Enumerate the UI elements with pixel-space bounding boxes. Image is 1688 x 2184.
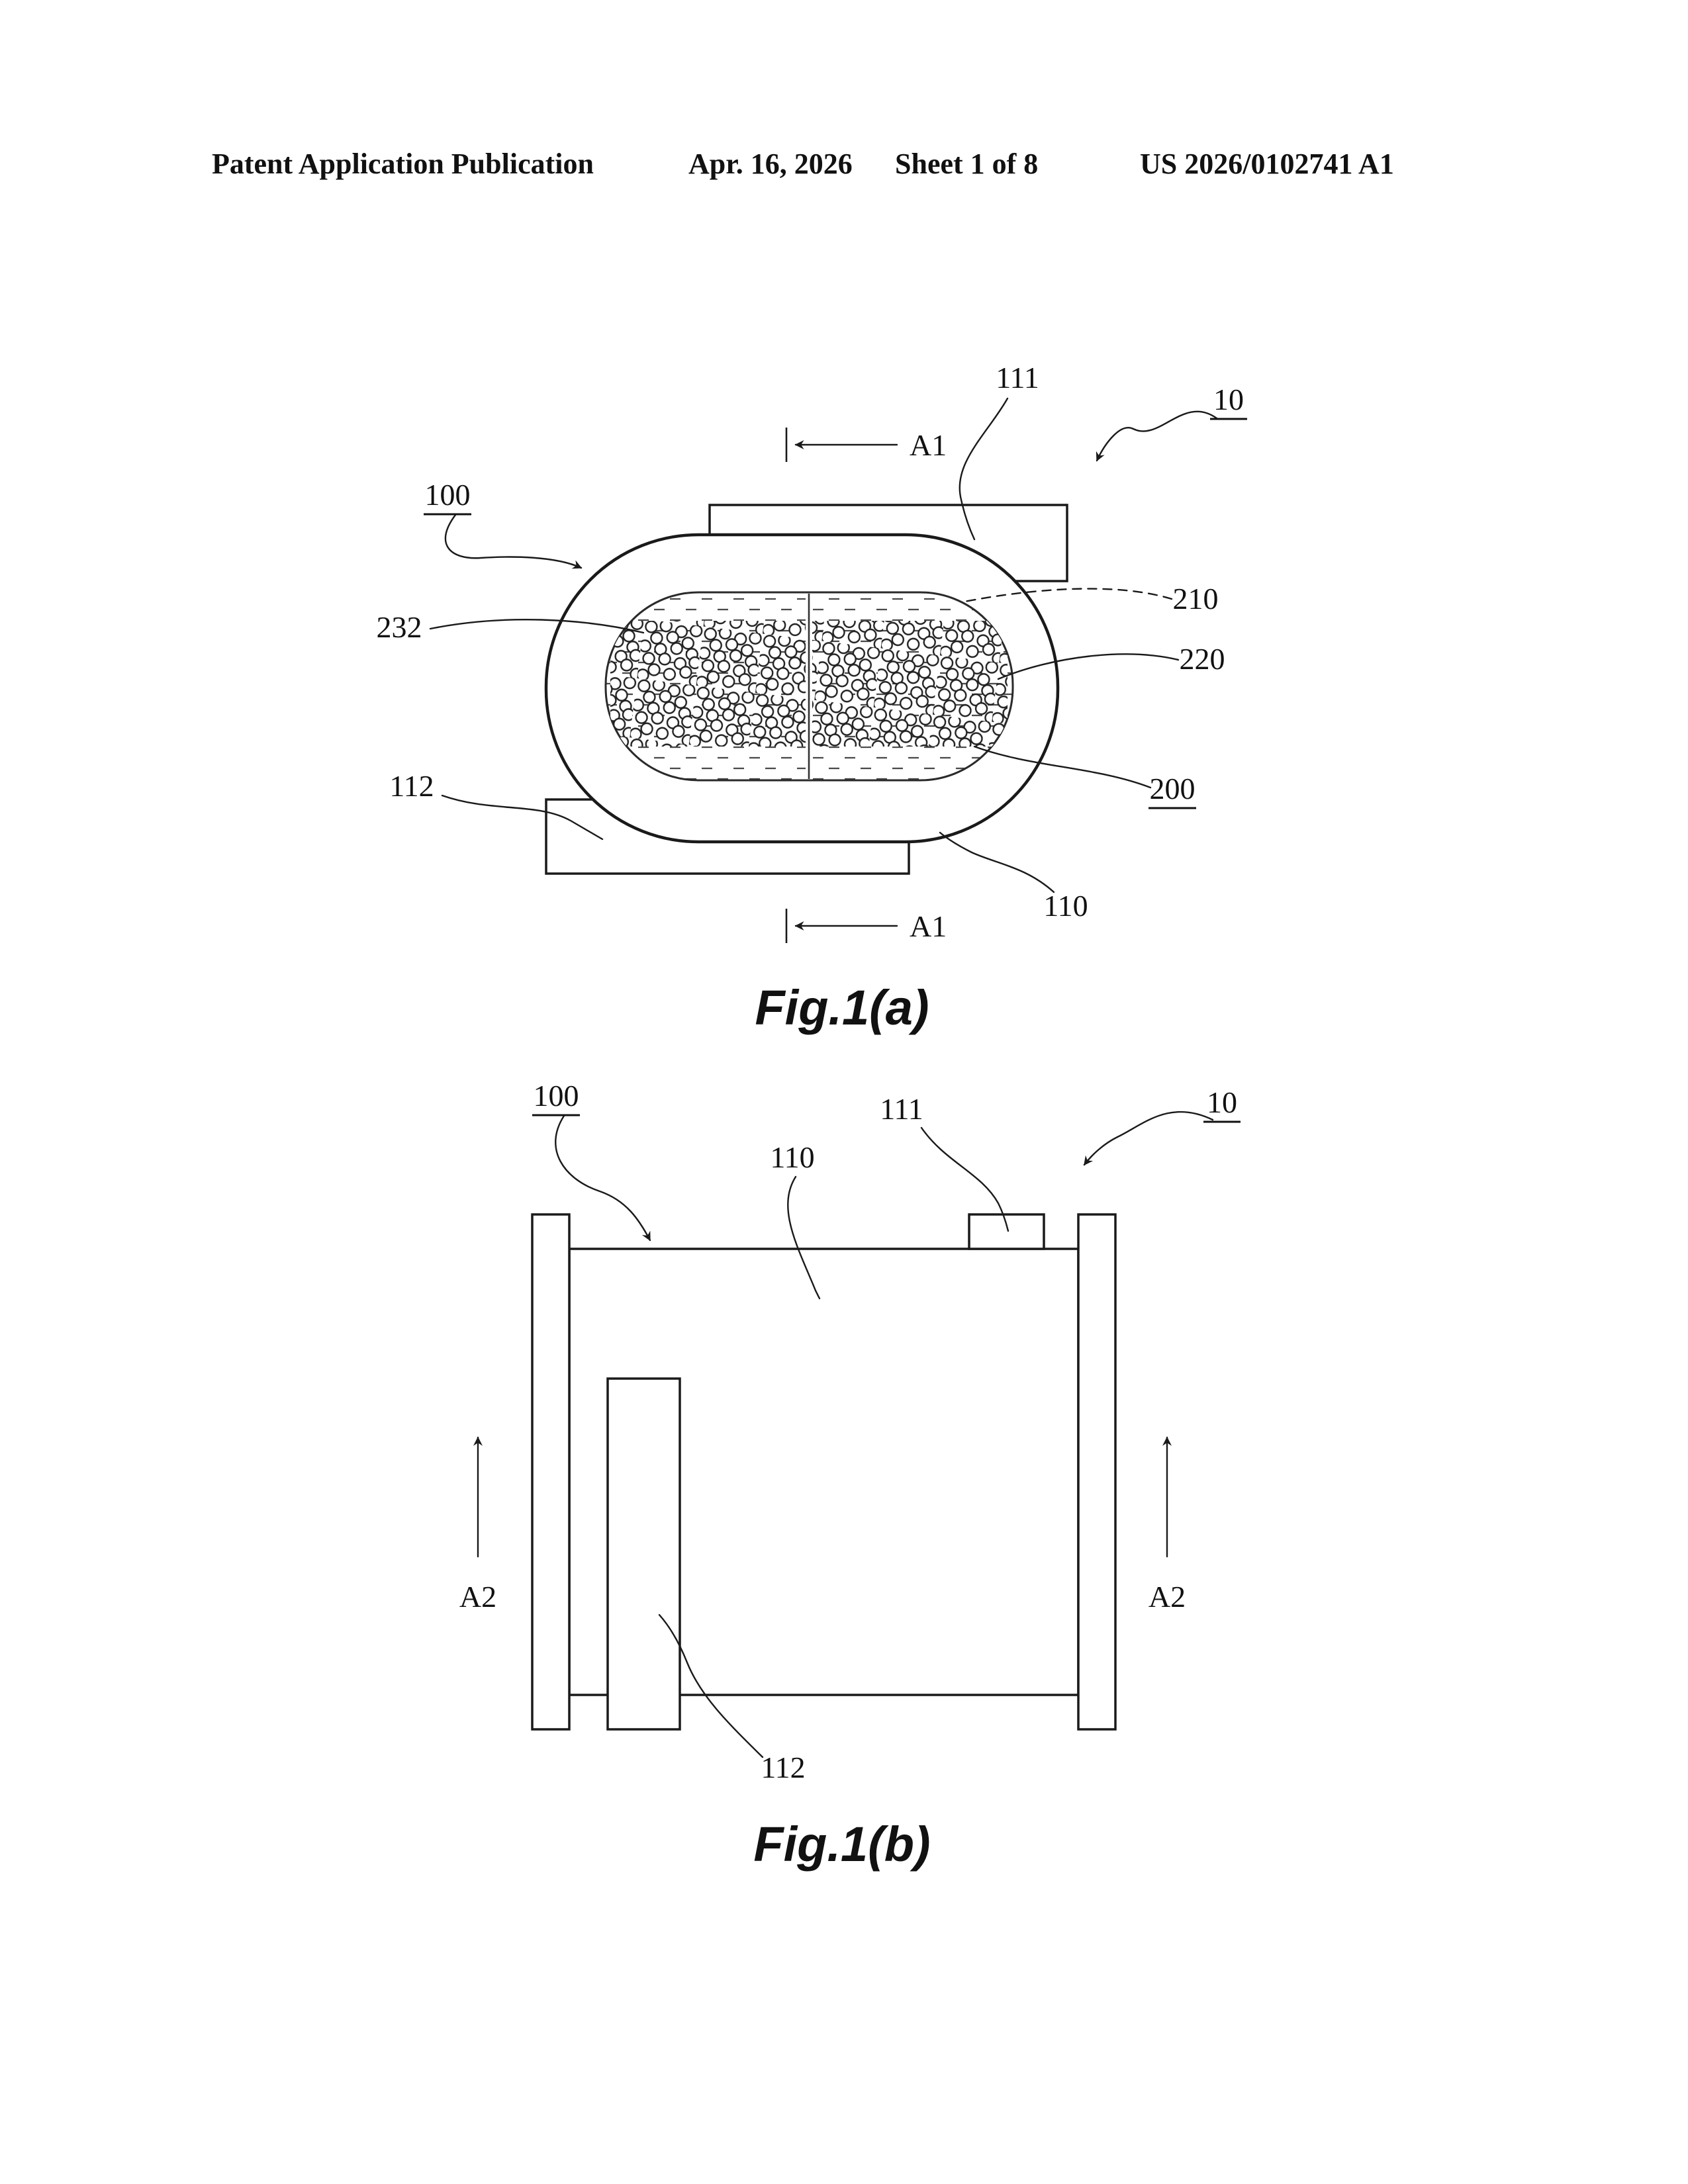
- fig1b-leader-10: [1083, 1111, 1214, 1166]
- fig1a-leader-110: [939, 831, 1055, 893]
- fig1b-leader-110: [787, 1175, 821, 1300]
- fig1a-caption: Fig.1(a): [755, 980, 929, 1035]
- fig1b-right-flange: [1077, 1213, 1117, 1731]
- fig1a-label-200: 200: [1150, 772, 1196, 805]
- fig1a-leader-111: [959, 397, 1009, 541]
- fig1a-label-10: 10: [1213, 383, 1244, 416]
- fig1b-label-100: 100: [534, 1079, 579, 1113]
- fig1a-leader-112: [441, 794, 604, 841]
- fig1b-inner-electrode-bar: [606, 1377, 681, 1731]
- fig1b-caption: Fig.1(b): [753, 1817, 930, 1872]
- fig1a-label-111: 111: [996, 361, 1039, 394]
- fig1a-leader-220: [997, 653, 1180, 680]
- fig1a-label-a1-bottom: A1: [910, 909, 947, 943]
- fig1b-leader-111: [920, 1126, 1009, 1232]
- fig1b-left-flange: [531, 1213, 571, 1731]
- fig1b-leader-100: [555, 1115, 651, 1242]
- fig1a-label-100: 100: [425, 478, 471, 512]
- header-publication: Patent Application Publication: [212, 148, 594, 180]
- fig1a-label-210: 210: [1173, 582, 1219, 615]
- fig1b-label-a2-left: A2: [459, 1580, 496, 1614]
- fig1a-leader-232: [429, 619, 645, 634]
- header-pub-number: US 2026/0102741 A1: [1140, 148, 1394, 180]
- fig1a-leader-100: [444, 514, 583, 569]
- fig1a-leader-10: [1096, 410, 1218, 462]
- fig1b-label-10: 10: [1207, 1085, 1237, 1119]
- fig1a-leader-200: [973, 745, 1152, 789]
- figure-1b: 100 110 111 10 A2 A2 112 Fig.1(b): [459, 1079, 1241, 1872]
- fig1b-label-111: 111: [880, 1092, 923, 1126]
- fig1b-leader-112: [658, 1614, 764, 1758]
- fig1a-label-220: 220: [1180, 642, 1225, 676]
- fig1a-label-a1-top: A1: [910, 428, 947, 462]
- fig1b-top-electrode-tab: [968, 1213, 1045, 1250]
- fig1b-label-112: 112: [761, 1751, 805, 1784]
- fig1a-label-110: 110: [1043, 889, 1088, 923]
- fig1a-label-232: 232: [377, 610, 422, 644]
- header-sheet: Sheet 1 of 8: [895, 148, 1039, 180]
- header-date: Apr. 16, 2026: [688, 148, 853, 180]
- fig1a-leader-210: [960, 588, 1173, 604]
- fig1b-label-110: 110: [770, 1140, 814, 1174]
- fig1b-label-a2-right: A2: [1149, 1580, 1186, 1614]
- figure-1a: 111 10 A1 100 232 210 220 112 200 110 A1…: [377, 361, 1247, 1035]
- fig1a-label-112: 112: [389, 769, 434, 803]
